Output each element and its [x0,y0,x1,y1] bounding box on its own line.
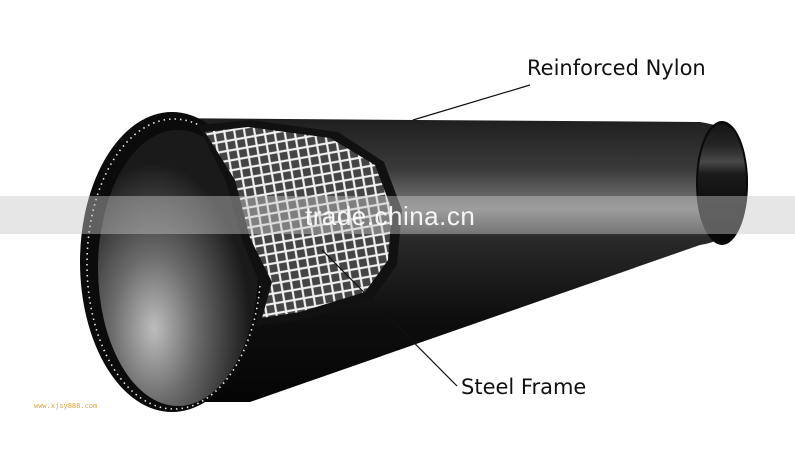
leader-line-steel [321,249,458,387]
watermark-band [0,196,795,234]
site-watermark: www.xjsy888.com [34,402,98,410]
leader-line-nylon [412,84,531,121]
watermark-text: trade.china.cn [305,201,476,231]
label-steel-frame: Steel Frame [461,375,587,399]
label-reinforced-nylon: Reinforced Nylon [527,56,706,80]
pipe-bore [98,130,258,406]
